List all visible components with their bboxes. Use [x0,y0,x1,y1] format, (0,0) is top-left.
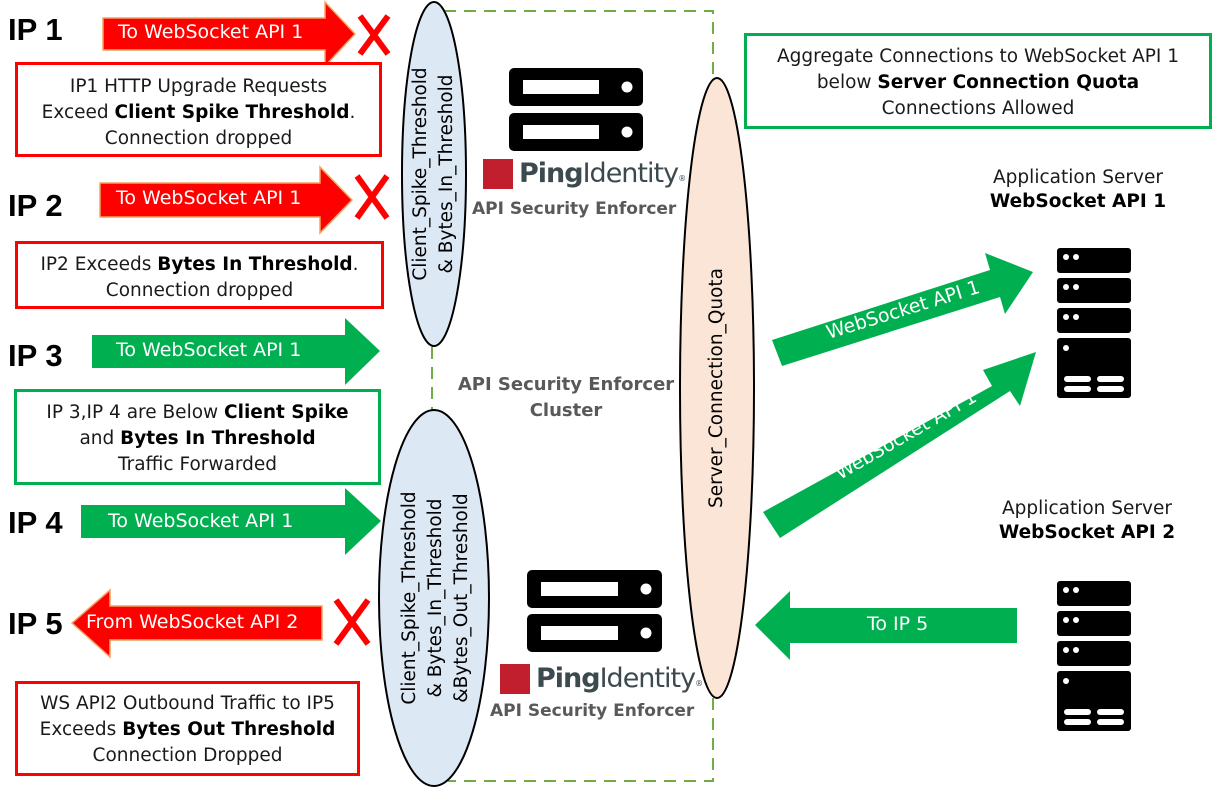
note-text: Exceeds [39,719,123,740]
flow-arrow-2 [763,352,1036,538]
enforcer-top-server-icon [509,68,643,151]
logo-text-bold: Ping [519,158,584,189]
enforcer-bottom-server-icon [527,570,662,652]
threshold-line: Client_Spike_Threshold [410,67,431,281]
note-line: IP1 HTTP Upgrade Requests [69,76,328,97]
threshold-line: Client_Spike_Threshold [399,491,420,705]
note-line: IP 3,IP 4 are Below Client Spike [17,400,378,426]
note-bold-text: Bytes Out Threshold [122,719,336,740]
note-text: IP 3,IP 4 are Below [46,402,225,423]
note-line: Exceed Client Spike Threshold. [18,100,379,126]
ip1-note-box: IP1 HTTP Upgrade Requests Exceed Client … [15,62,382,157]
ip4-label: IP 4 [8,505,63,540]
note-line: Connection dropped [105,280,294,301]
enforcer-bottom-thresholds: Client_Spike_Threshold & Bytes_In_Thresh… [397,491,475,704]
note-line: Aggregate Connections to WebSocket API 1 [776,46,1180,67]
ip4-arrow [81,488,381,555]
threshold-line: & Bytes_In_Threshold [436,74,457,274]
note-line: Exceeds Bytes Out Threshold [18,717,357,743]
ip5-arrow [70,588,323,659]
note-line: Connection dropped [104,128,293,149]
enforcer-bottom-ellipse [378,409,490,787]
note-text: . [349,102,356,123]
note-line: Traffic Forwarded [118,454,277,475]
flow-arrow-1 [772,253,1033,366]
note-text: IP2 Exceeds [40,254,158,275]
flow-arrow-to-ip5 [755,591,1017,660]
note-bold-text: Client Spike [224,402,349,423]
app-server-1-rack-icon [1057,248,1131,398]
ip2-arrow-label: To WebSocket API 1 [116,187,302,209]
note-line: Connections Allowed [881,98,1075,119]
ping-logo-square-icon [500,663,530,694]
note-text: below [816,72,878,93]
ip3-arrow [92,318,380,385]
flow-to-ip5-label: To IP 5 [867,613,929,635]
ip5-blocked-x-icon [333,598,371,646]
cluster-label-line: Cluster [529,400,603,421]
note-bold-text: Server Connection Quota [877,72,1140,93]
note-text: Exceed [41,102,115,123]
ip1-arrow-label: To WebSocket API 1 [118,21,304,43]
logo-text-bold: Ping [536,663,601,694]
ip5-label: IP 5 [8,606,63,641]
ip5-arrow-label: From WebSocket API 2 [86,611,299,633]
note-bold-text: Bytes In Threshold [120,428,316,449]
note-line: below Server Connection Quota [747,70,1209,96]
ip2-arrow [99,165,354,235]
ip1-arrow [102,0,357,68]
logo-text-light: Identity [599,663,696,694]
note-bold-text: Client Spike Threshold [114,102,350,123]
server-name: WebSocket API 1 [989,191,1167,212]
server-name: WebSocket API 2 [998,522,1176,543]
server-type: Application Server [1002,498,1172,519]
logo-text-light: Identity [582,158,679,189]
app-server-1-label: Application Server WebSocket API 1 [990,166,1166,214]
ip5-note-box: WS API2 Outbound Traffic to IP5 Exceeds … [15,681,360,776]
ip2-note-box: IP2 Exceeds Bytes In Threshold. Connecti… [15,241,384,309]
ping-logo-square-icon [483,158,513,189]
app-server-2-label: Application Server WebSocket API 2 [999,497,1175,545]
note-text: . [352,254,359,275]
enforcer-top-ellipse [401,1,467,347]
ip3-label: IP 3 [8,338,63,373]
quota-ellipse [679,77,755,699]
ip1-blocked-x-icon [357,14,391,56]
enforcer-bottom-caption: API Security Enforcer [490,701,695,721]
ip3-arrow-label: To WebSocket API 1 [116,339,302,361]
ip4-arrow-label: To WebSocket API 1 [108,510,294,532]
cluster-label: API Security Enforcer Cluster [458,372,674,424]
note-text: and [79,428,121,449]
note-line: and Bytes In Threshold [17,426,378,452]
enforcer-top-caption: API Security Enforcer [472,199,677,219]
note-line: Connection Dropped [92,745,283,766]
note-line: WS API2 Outbound Traffic to IP5 [40,693,335,714]
ip34-note-box: IP 3,IP 4 are Below Client Spike and Byt… [14,389,381,485]
app-server-2-rack-icon [1057,581,1131,731]
threshold-line: &Bytes_Out_Threshold [451,493,472,703]
note-line: IP2 Exceeds Bytes In Threshold. [18,252,381,278]
logo-registered: ® [678,174,687,183]
quota-note-box: Aggregate Connections to WebSocket API 1… [744,33,1212,129]
cluster-label-line: API Security Enforcer [457,374,675,395]
threshold-line: & Bytes_In_Threshold [425,498,446,698]
ip2-blocked-x-icon [354,174,390,220]
logo-registered: ® [695,679,704,688]
server-type: Application Server [993,167,1163,188]
enforcer-top-thresholds: Client_Spike_Threshold & Bytes_In_Thresh… [408,67,460,280]
ip1-label: IP 1 [8,12,63,47]
cluster-border [431,10,714,782]
ip2-label: IP 2 [8,188,63,223]
quota-ellipse-label: Server_Connection_Quota [706,267,727,509]
note-bold-text: Bytes In Threshold [157,254,353,275]
